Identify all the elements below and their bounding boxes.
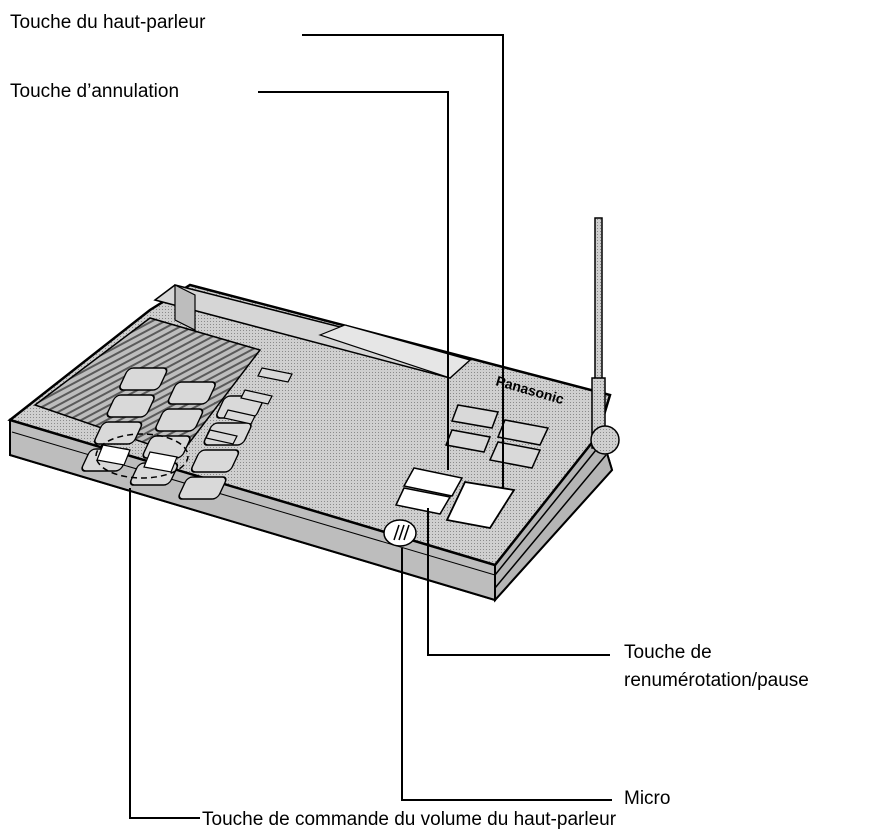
speaker-key[interactable] (445, 481, 516, 529)
keypad (81, 367, 265, 500)
redial-key-label-line2: renumérotation/pause (624, 670, 809, 691)
side-buttons (205, 367, 293, 445)
key-7[interactable] (93, 421, 143, 445)
cancel-key[interactable] (402, 467, 464, 497)
key-hash[interactable] (177, 476, 227, 500)
volume-key-label: Touche de commande du volume du haut-par… (202, 809, 617, 830)
key-2[interactable] (167, 381, 217, 405)
leader-lines (129, 34, 612, 819)
key-5[interactable] (154, 408, 204, 432)
cancel-key-label: Touche d’annulation (10, 81, 180, 102)
speaker-key-label: Touche du haut-parleur (10, 12, 206, 33)
key-1[interactable] (118, 367, 168, 391)
volume-down-key[interactable] (96, 444, 131, 466)
redial-pause-key[interactable] (394, 487, 452, 515)
key-4[interactable] (106, 394, 156, 418)
antenna (590, 217, 620, 455)
key-9[interactable] (190, 449, 240, 473)
volume-keys-highlight (95, 433, 189, 479)
microphone (383, 519, 417, 547)
redial-key-label-line1: Touche de (624, 642, 712, 663)
volume-up-key[interactable] (143, 451, 178, 473)
micro-label: Micro (624, 788, 671, 809)
handset-cradle (153, 284, 472, 379)
function-keys (444, 404, 550, 469)
